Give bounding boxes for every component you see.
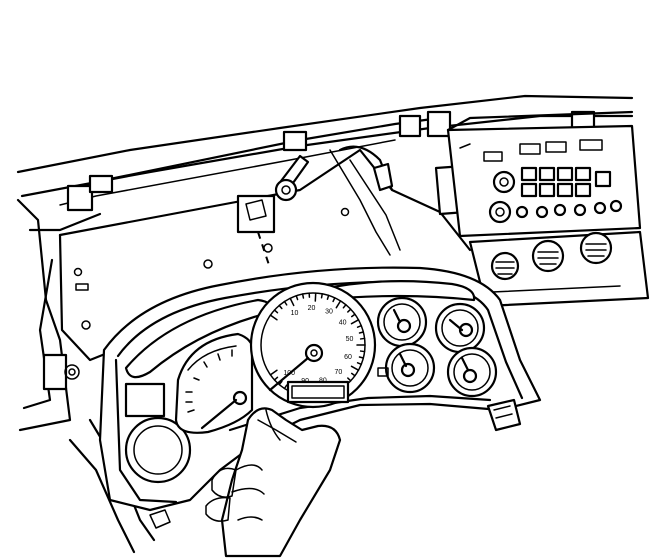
speedometer-tick bbox=[356, 324, 363, 328]
odometer-display bbox=[286, 380, 350, 404]
hand bbox=[205, 407, 342, 558]
speedometer-tick-label: 30 bbox=[325, 308, 333, 315]
instrument-cluster: 102030405060708090100 bbox=[98, 266, 542, 512]
speedometer-tick bbox=[347, 308, 352, 313]
speedometer-tick bbox=[283, 384, 288, 390]
speedometer-tick bbox=[342, 303, 347, 309]
speedometer-tick bbox=[326, 294, 330, 300]
speedometer-tick bbox=[295, 295, 299, 301]
speedometer-tick bbox=[273, 376, 279, 381]
speedometer-tick bbox=[332, 297, 336, 303]
speedometer-tick bbox=[320, 293, 324, 299]
speedometer-tick bbox=[269, 369, 278, 376]
speedometer-tick bbox=[358, 356, 365, 359]
release-lever bbox=[236, 154, 310, 269]
speedometer-tick bbox=[358, 331, 365, 334]
speedometer-tick bbox=[289, 297, 295, 307]
speedometer-tick bbox=[273, 309, 279, 314]
speedometer-tick bbox=[350, 365, 360, 371]
speedometer-tick bbox=[359, 337, 366, 340]
speedometer-tick-label: 70 bbox=[334, 369, 342, 376]
speedometer-tick bbox=[335, 300, 342, 309]
speedometer-tick-label: 40 bbox=[339, 320, 347, 327]
speedometer-tick-label: 20 bbox=[308, 305, 316, 312]
speedometer-tick bbox=[347, 377, 352, 382]
radio-panel bbox=[446, 110, 642, 238]
tachometer-ticks bbox=[185, 349, 233, 413]
speedometer-ticks bbox=[269, 292, 366, 398]
speedometer-tick bbox=[269, 314, 278, 321]
speedometer-needle bbox=[268, 356, 310, 392]
speedometer-tick bbox=[301, 293, 305, 299]
speedometer-tick bbox=[278, 380, 283, 386]
speedometer-hub bbox=[304, 343, 324, 363]
speedometer-tick bbox=[359, 350, 366, 353]
speedometer-tick bbox=[278, 304, 283, 310]
speedometer-tick bbox=[356, 362, 363, 366]
speedometer-tick bbox=[283, 300, 288, 306]
speedometer-tick-label: 10 bbox=[291, 310, 299, 317]
speedometer-tick bbox=[350, 319, 360, 325]
speedometer-tick bbox=[350, 313, 356, 318]
speedometer-tick-label: 60 bbox=[344, 354, 352, 361]
speedometer-tick bbox=[350, 372, 356, 377]
dashboard-structure bbox=[16, 94, 634, 554]
hvac-control-panel bbox=[468, 230, 650, 308]
speedometer-tick-label: 50 bbox=[346, 336, 354, 343]
